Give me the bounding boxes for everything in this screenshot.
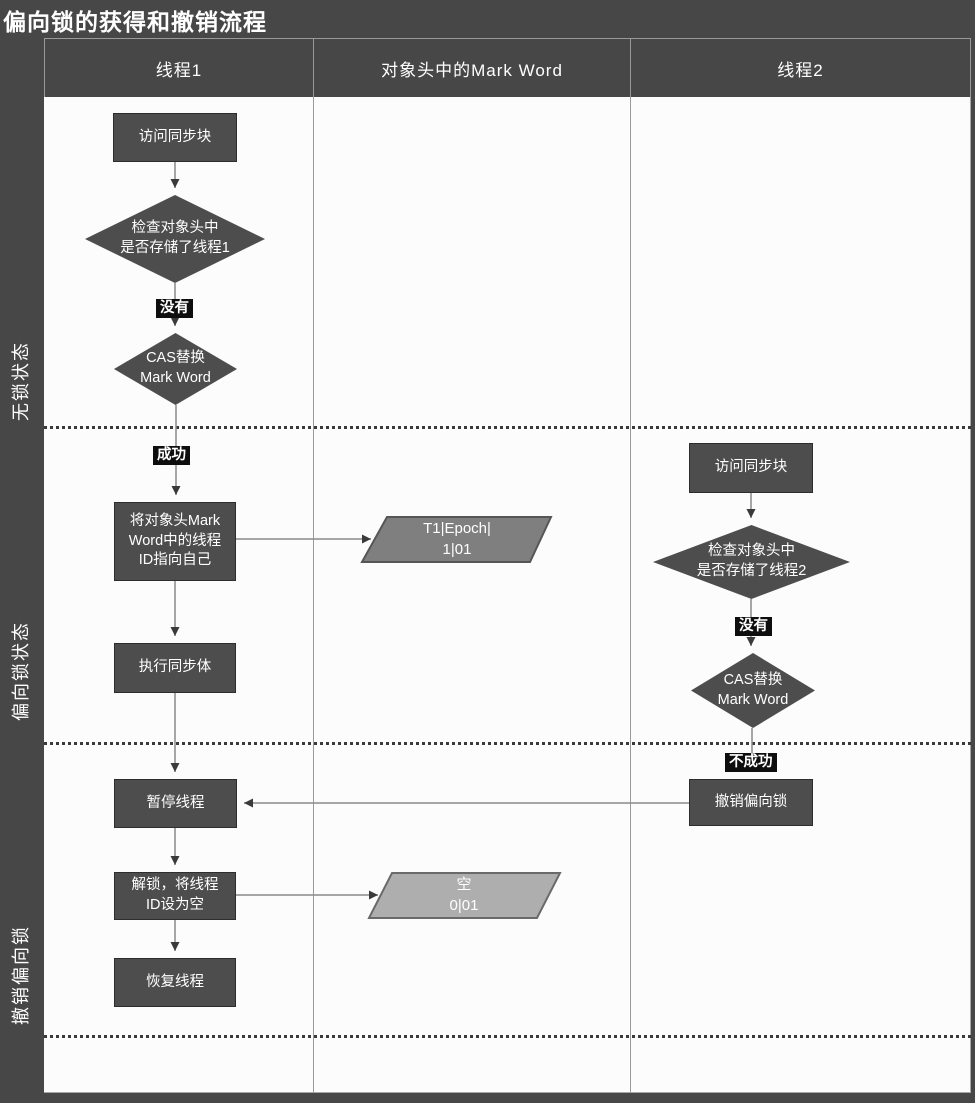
t2-access-sync-block: 访问同步块 xyxy=(689,443,813,493)
lane-header-thread2-label: 线程2 xyxy=(777,60,824,80)
markword-biased-record: T1|Epoch| 1|01 xyxy=(423,520,491,558)
lane-divider-1 xyxy=(313,97,314,1093)
t1-access-sync-block: 访问同步块 xyxy=(113,113,237,162)
lane-header-markword-label: 对象头中的Mark Word xyxy=(381,60,563,80)
phase-separator-3 xyxy=(44,1035,971,1038)
edge-label-t2-no: 没有 xyxy=(735,617,772,636)
markword-biased-parallelogram xyxy=(360,516,553,563)
t1-pause-thread: 暂停线程 xyxy=(114,779,237,828)
t1-unlock-clear-id: 解锁，将线程 ID设为空 xyxy=(114,872,236,920)
lane-header-thread2: 线程2 xyxy=(630,38,971,98)
lane-divider-2 xyxy=(630,97,631,1093)
edge-label-t1-success: 成功 xyxy=(153,446,190,465)
phase-separator-1 xyxy=(44,426,971,429)
t1-set-thread-id: 将对象头Mark Word中的线程 ID指向自己 xyxy=(114,502,236,581)
phase-separator-2 xyxy=(44,742,971,745)
edge-label-t2-fail: 不成功 xyxy=(725,753,777,772)
markword-empty-parallelogram xyxy=(367,872,562,919)
lane-header-thread1-label: 线程1 xyxy=(155,60,203,80)
edge-label-t1-no: 没有 xyxy=(156,299,193,318)
lane-header-thread1: 线程1 xyxy=(44,38,314,98)
markword-empty-record: 空 0|01 xyxy=(449,876,479,914)
page-title: 偏向锁的获得和撤销流程 xyxy=(3,9,267,35)
t1-execute-sync-body: 执行同步体 xyxy=(114,643,236,693)
t1-resume-thread: 恢复线程 xyxy=(114,958,236,1007)
t2-revoke-biased-lock: 撤销偏向锁 xyxy=(689,779,813,826)
